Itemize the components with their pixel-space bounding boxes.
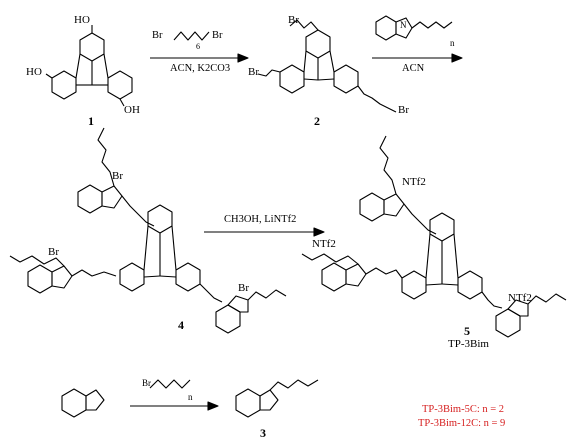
compound-5-name: TP-3Bim: [448, 338, 489, 350]
reagent-chain-index: 6: [196, 42, 200, 51]
oh-label-top: HO: [74, 14, 90, 26]
compound-4-structure: [9, 127, 287, 334]
step1-conditions: ACN, K2CO3: [170, 63, 231, 74]
br-label-top: Br: [288, 14, 299, 26]
compound-4-number: 4: [178, 318, 184, 332]
dibromoalkane-chain: [173, 31, 210, 41]
benzimidazole-start: [61, 388, 105, 418]
compound-3-structure: [235, 379, 319, 418]
br-label-left: Br: [248, 66, 259, 78]
reagent-br-left: Br: [152, 30, 163, 41]
legend-line-1: TP-3Bim-5C: n = 2: [422, 404, 505, 415]
compound-1-structure: [45, 25, 133, 107]
compound-2-structure: [257, 19, 397, 113]
ntf2-left: NTf2: [312, 238, 336, 250]
legend-line-2: TP-3Bim-12C: n = 9: [418, 418, 506, 429]
br-label-right: Br: [398, 104, 409, 116]
reagent-br-right: Br: [212, 30, 223, 41]
compound-5-number: 5: [464, 324, 470, 338]
bromide-left: Br: [48, 246, 59, 258]
reagent-n-label: N: [400, 20, 407, 30]
compound-5-structure: [301, 135, 567, 338]
ntf2-top: NTf2: [402, 176, 426, 188]
compound-1-number: 1: [88, 114, 94, 128]
reagent-br-bottom: Br: [142, 378, 151, 388]
step2-solvent: ACN: [402, 63, 425, 74]
step3-conditions: CH3OH, LiNTf2: [224, 214, 297, 225]
bromoalkane-chain: [149, 379, 191, 389]
benzimidazole-reagent: [375, 15, 453, 41]
bromide-top: Br: [112, 170, 123, 182]
bromide-right: Br: [238, 282, 249, 294]
oh-label-left: HO: [26, 66, 42, 78]
compound-3-number: 3: [260, 426, 266, 440]
ntf2-right: NTf2: [508, 292, 532, 304]
oh-label-right: OH: [124, 104, 140, 116]
bottom-chain-n: n: [188, 392, 193, 402]
reagent-chain-n: n: [450, 38, 455, 48]
compound-2-number: 2: [314, 114, 320, 128]
